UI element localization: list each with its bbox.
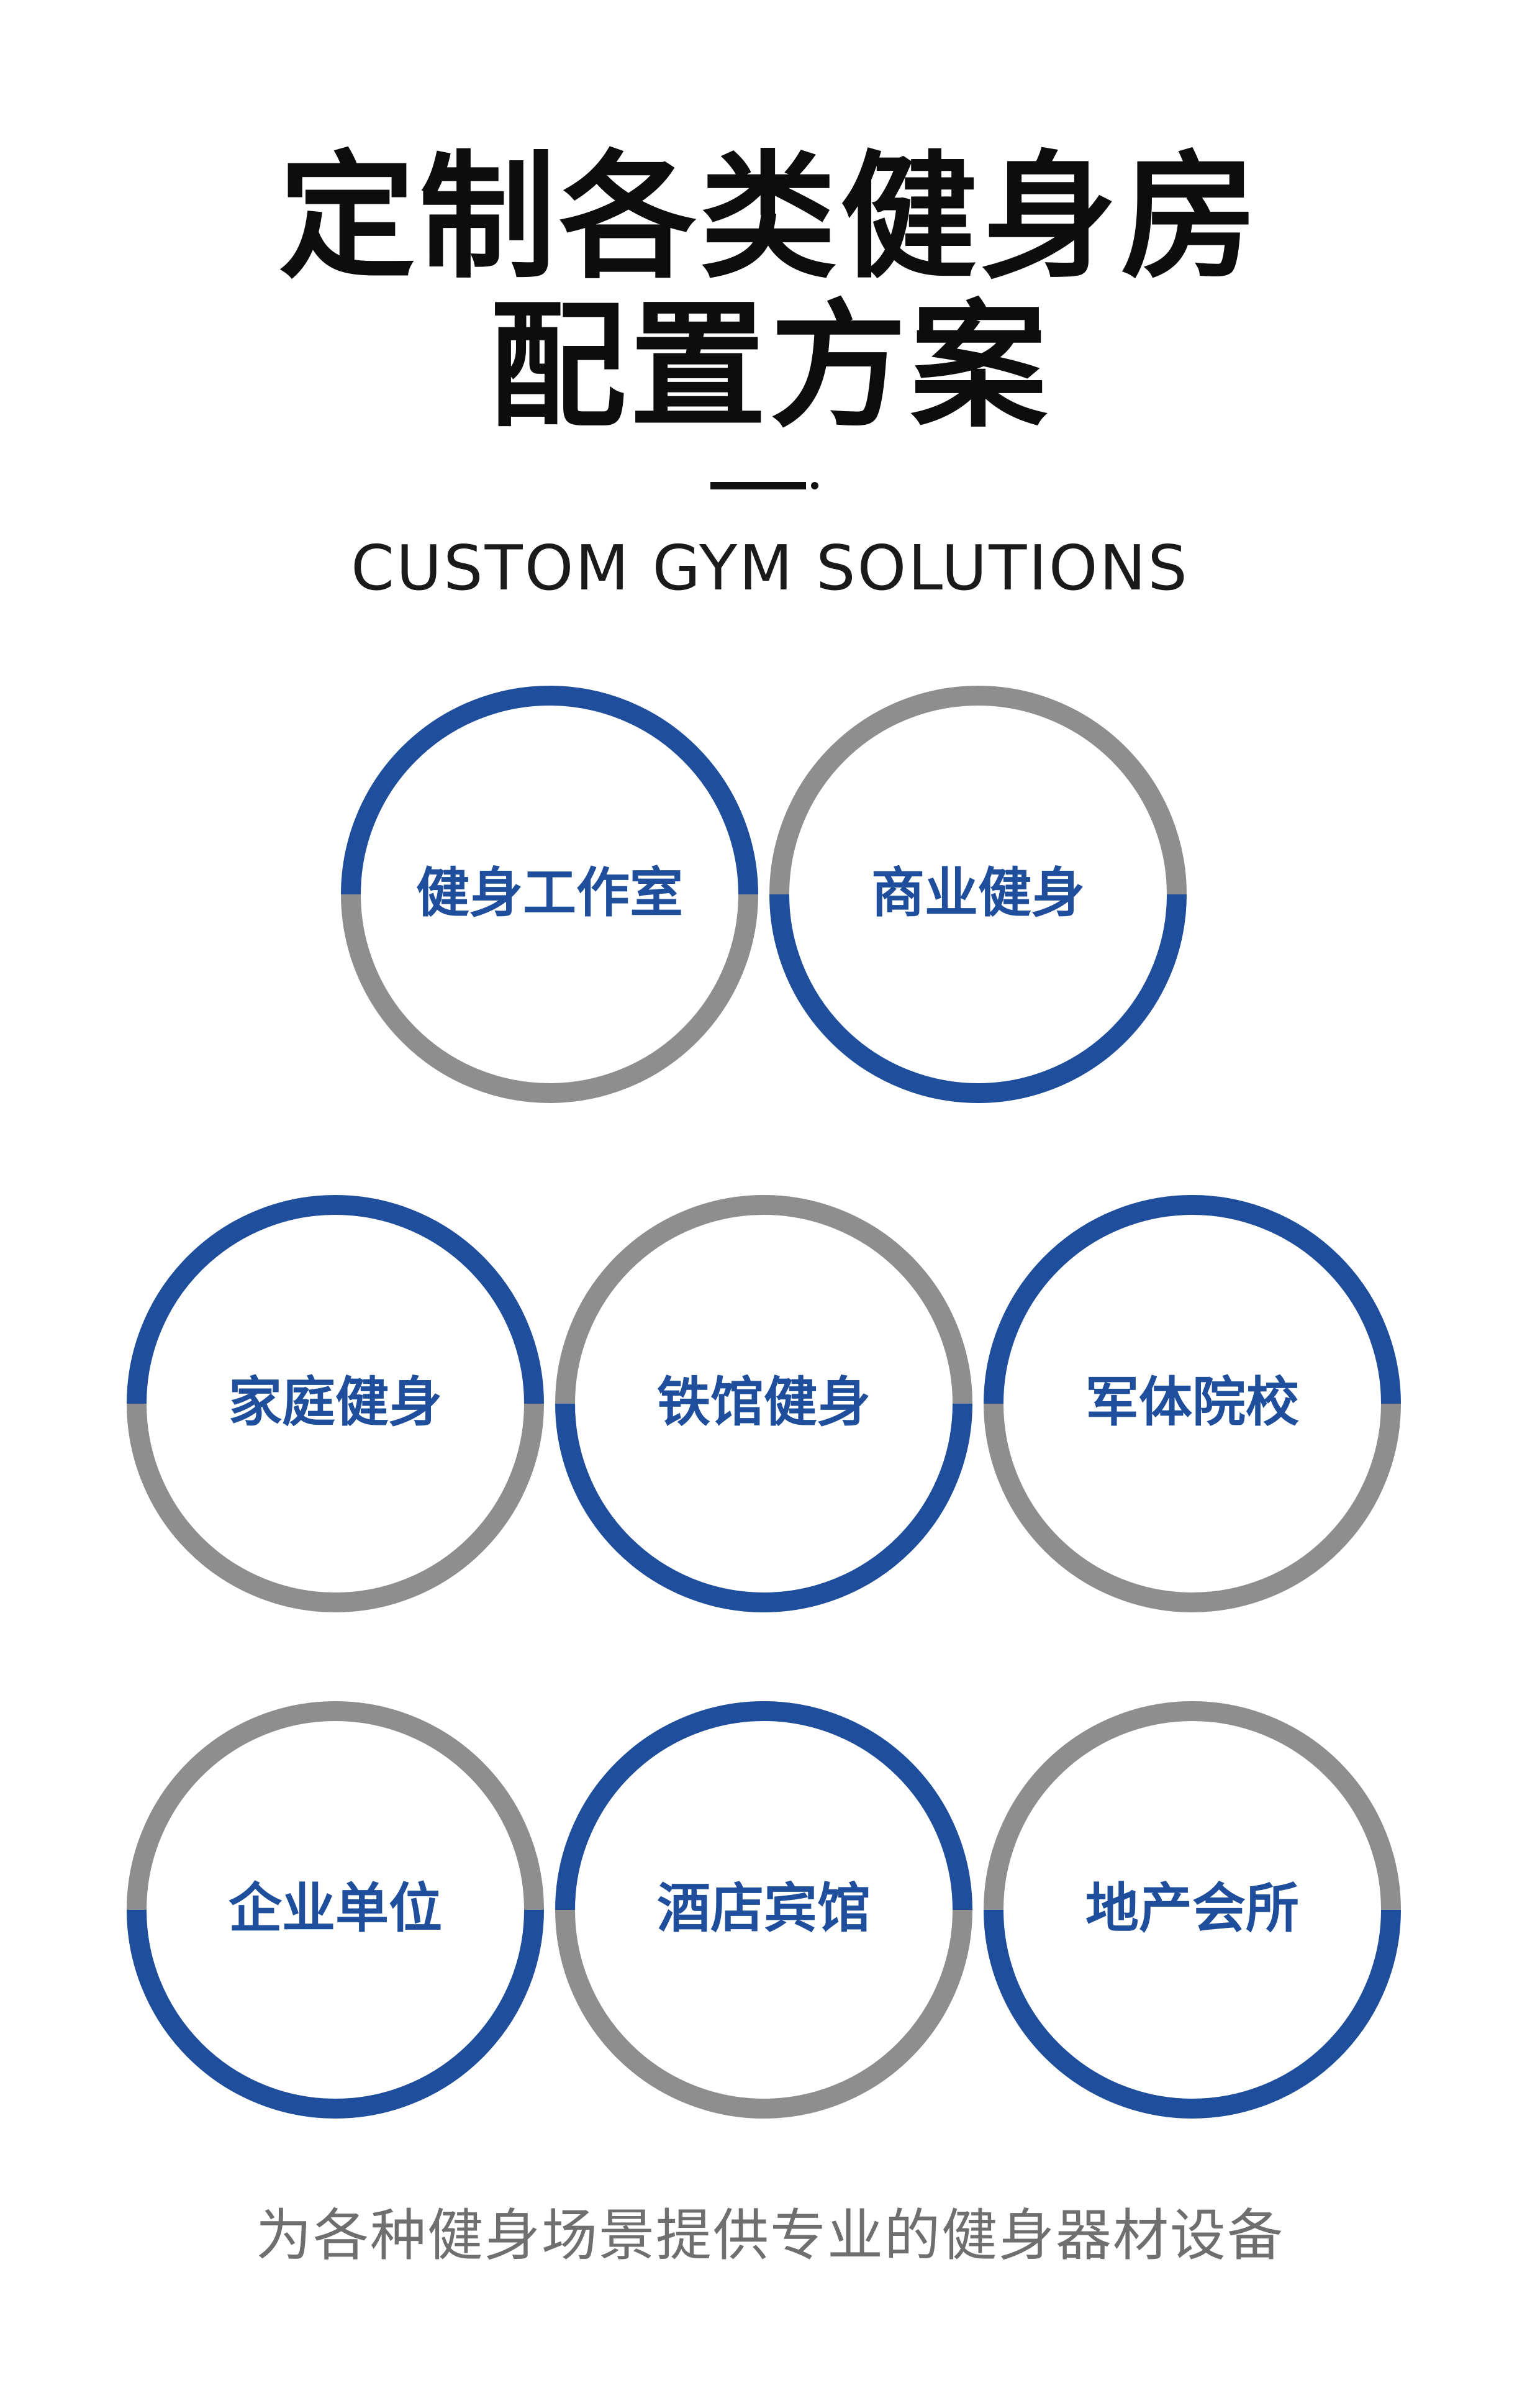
ring-label: 地产会所: [1085, 1878, 1299, 1940]
gym-type-ring: [341, 686, 758, 1103]
title-divider-dot: [811, 482, 818, 489]
ring-bottom-arc: [769, 894, 1187, 1103]
ring-top-arc: [769, 686, 1187, 895]
ring-bottom-arc: [984, 1403, 1401, 1612]
ring-top-arc: [127, 1701, 544, 1910]
ring-top-arc: [341, 686, 758, 895]
ring-bottom-arc: [555, 1909, 972, 2119]
ring-bottom-arc: [127, 1909, 544, 2119]
page-title-line-2: 配置方案: [489, 287, 1051, 446]
ring-bottom-arc: [555, 1403, 972, 1612]
ring-label: 酒店宾馆: [657, 1878, 871, 1940]
ring-top-arc: [555, 1195, 972, 1404]
gym-type-ring: [127, 1195, 544, 1612]
ring-top-arc: [555, 1701, 972, 1910]
ring-label: 军体院校: [1085, 1371, 1299, 1433]
page-title-line-1: 定制各类健身房: [278, 138, 1261, 297]
ring-bottom-arc: [984, 1909, 1401, 2119]
page-subtitle: CUSTOM GYM SOLUTIONS: [351, 532, 1189, 604]
ring-label: 铁馆健身: [657, 1371, 871, 1433]
gym-type-ring: [555, 1195, 972, 1612]
ring-top-arc: [984, 1195, 1401, 1404]
ring-label: 商业健身: [871, 862, 1085, 924]
title-divider-dash: [710, 482, 806, 489]
gym-type-ring: [984, 1701, 1401, 2119]
ring-bottom-arc: [341, 894, 758, 1103]
ring-bottom-arc: [127, 1403, 544, 1612]
ring-label: 家庭健身: [229, 1371, 442, 1433]
gym-type-ring: [769, 686, 1187, 1103]
ring-label: 企业单位: [229, 1878, 442, 1940]
gym-type-ring: [984, 1195, 1401, 1612]
ring-top-arc: [127, 1195, 544, 1404]
gym-type-ring: [127, 1701, 544, 2119]
gym-type-ring: [555, 1701, 972, 2119]
ring-top-arc: [984, 1701, 1401, 1910]
ring-label: 健身工作室: [416, 862, 683, 924]
footer-tagline: 为各种健身场景提供专业的健身器材设备: [256, 2203, 1284, 2268]
